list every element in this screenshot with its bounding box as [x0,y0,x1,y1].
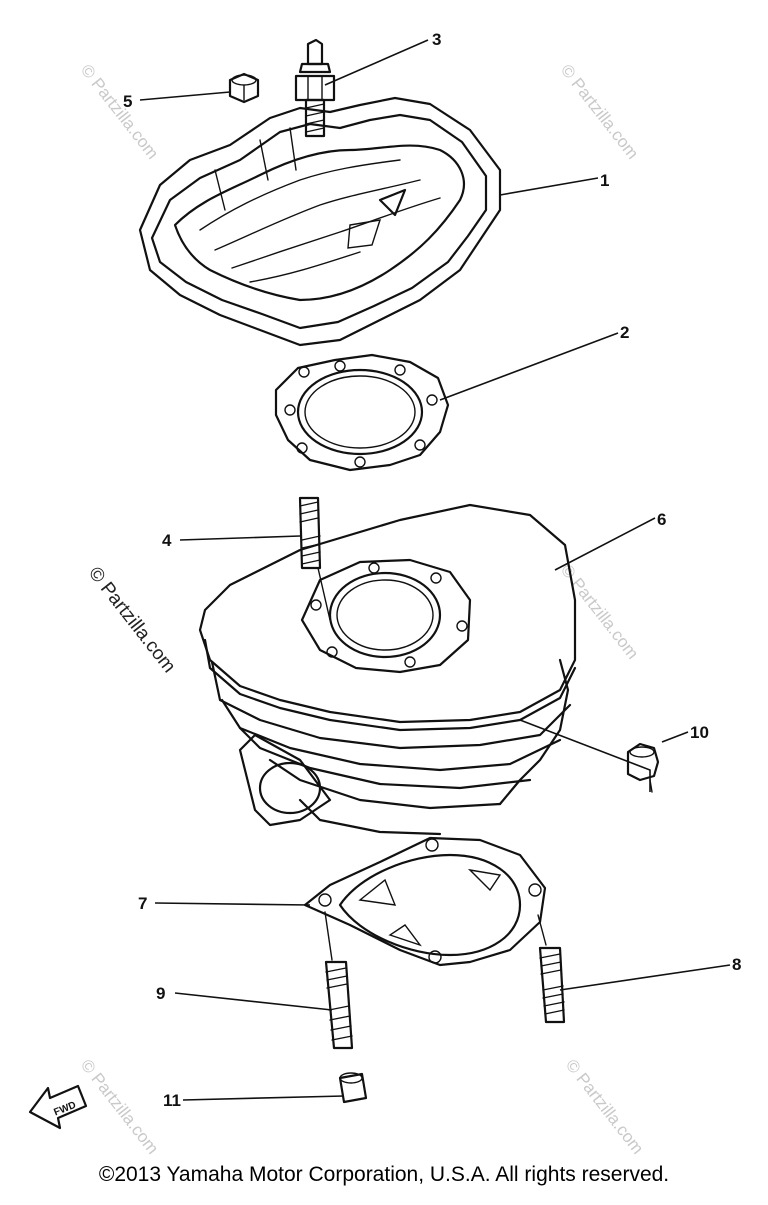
part-11-dowel-pin [338,1072,368,1104]
label-part-11: 11 [163,1091,181,1110]
watermark-bottom-left: © Partzilla.com [77,1056,163,1158]
watermark-mid-left: © Partzilla.com [84,563,179,677]
watermark-top-right: © Partzilla.com [557,61,643,163]
label-part-5: 5 [123,92,132,111]
watermark-bottom-right: © Partzilla.com [562,1056,648,1158]
fwd-arrow-icon: FWD [28,1084,88,1130]
label-part-9: 9 [156,984,165,1003]
part-2-head-gasket [274,353,450,472]
leader-lines [139,39,731,1101]
label-part-1: 1 [600,171,609,190]
part-7-base-gasket [303,836,547,967]
watermark-top-left: © Partzilla.com [77,61,163,163]
label-part-2: 2 [620,323,629,342]
part-8-stud-bolt [537,914,566,1024]
label-part-10: 10 [690,723,709,742]
part-number-labels: 5 3 1 2 4 6 10 7 8 9 11 [123,30,741,1110]
label-part-7: 7 [138,894,147,913]
label-part-8: 8 [732,955,741,974]
part-5-nut [228,72,260,104]
part-4-stud-bolt [298,496,331,621]
part-9-stud-bolt [324,911,354,1050]
part-6-cylinder [198,503,577,836]
label-part-6: 6 [657,510,666,529]
copyright-notice: ©2013 Yamaha Motor Corporation, U.S.A. A… [98,1163,670,1186]
label-part-3: 3 [432,30,441,49]
part-3-spark-plug [294,38,336,138]
part-1-cylinder-head [138,96,502,347]
label-part-4: 4 [162,531,172,550]
